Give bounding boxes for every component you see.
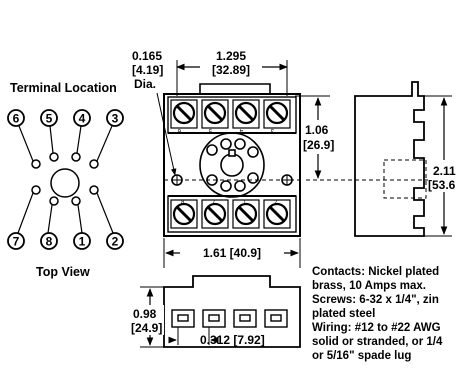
top-view-caption: Top View [36,265,90,279]
note-line-4: plated steel [312,308,375,320]
side-profile-outline [354,81,425,237]
inner-height-mm-label: [26.9] [303,138,334,152]
top-retaining-tab [199,83,271,94]
pin-8-label: 8 [46,235,53,249]
pin-6-circle: 6 [7,109,25,127]
socket-body-outline [163,93,301,237]
side-view: 2.11 [53.6 [306,81,458,237]
hole-dia-label: Dia. [134,77,156,91]
center-key-circle [50,168,80,198]
plate-label-6: 6 [177,127,181,133]
screw-terminal-8-icon [170,199,198,229]
pin-2-label: 2 [112,235,119,249]
length-label: 1.61 [40.9] [203,246,261,260]
pin-7-circle: 7 [7,232,25,250]
pin-5-label: 5 [46,112,53,126]
side-height-mm-label: [24.9] [131,321,162,335]
hole-in-label: 0.165 [132,49,162,63]
note-line-3: Screws: 6-32 x 1/4", zin [312,294,439,306]
pin-7-label: 7 [13,235,20,249]
screw-terminal-7-icon [201,199,229,229]
screw-terminal-4-icon [232,99,260,129]
hole-mm-label: [4.19] [132,63,163,77]
note-line-6: solid or stranded, or 1/4 [312,336,443,348]
hidden-rail-slot [383,159,427,199]
octal-socket [199,132,265,198]
pin-4-circle: 4 [73,109,91,127]
bottom-side-view: 0.312 [7.92] 0.98 [24.9] [130,275,301,348]
height-in-label: 2.11 [433,164,456,178]
pin-8-circle: 8 [40,232,58,250]
spec-notes: Contacts: Nickel plated brass, 10 Amps m… [312,266,443,362]
plate-label-3: 3 [270,127,274,133]
pin-3-circle: 3 [106,109,124,127]
bottom-pin-row: 7 8 1 2 [7,232,124,250]
screw-terminal-6-icon [170,99,198,129]
pitch-label: 0.312 [7.92] [200,333,265,347]
pin-6-label: 6 [13,112,20,126]
pin-5-circle: 5 [40,109,58,127]
wire-clamp-slots [171,309,288,328]
note-line-5: Wiring: #12 to #22 AWG [312,322,441,334]
terminal-location-heading: Terminal Location [10,81,117,95]
inner-height-in-label: 1.06 [305,123,329,137]
pin-4-label: 4 [79,112,86,126]
screw-terminal-1-icon [232,199,260,229]
screw-terminal-2-icon [263,199,291,229]
note-line-2: brass, 10 Amps max. [312,280,426,292]
hole-leader-line [156,92,177,176]
bottom-body-outline [163,275,301,348]
top-pin-row: 6 5 4 3 [7,109,124,127]
pin-1-circle: 1 [73,232,91,250]
plate-label-4: 4 [239,127,243,133]
note-line-1: Contacts: Nickel plated [312,266,439,278]
front-view: 6 5 4 3 8 7 1 2 [132,49,336,268]
width-mm-label: [32.89] [212,63,250,77]
pin-contacts [31,152,99,206]
screw-terminal-5-icon [201,99,229,129]
height-mm-label: [53.6 [428,178,456,192]
pin-3-label: 3 [112,112,119,126]
pin-leader-lines [17,125,114,234]
pin-2-circle: 2 [106,232,124,250]
plate-label-5: 5 [208,127,212,133]
screw-terminal-3-icon [263,99,291,129]
pin-1-label: 1 [79,235,86,249]
note-line-7: or 5/16" spade lug [312,350,411,362]
width-in-label: 1.295 [216,49,246,63]
side-height-in-label: 0.98 [133,307,157,321]
top-view-diagram: Terminal Location 6 5 4 3 [7,81,124,279]
